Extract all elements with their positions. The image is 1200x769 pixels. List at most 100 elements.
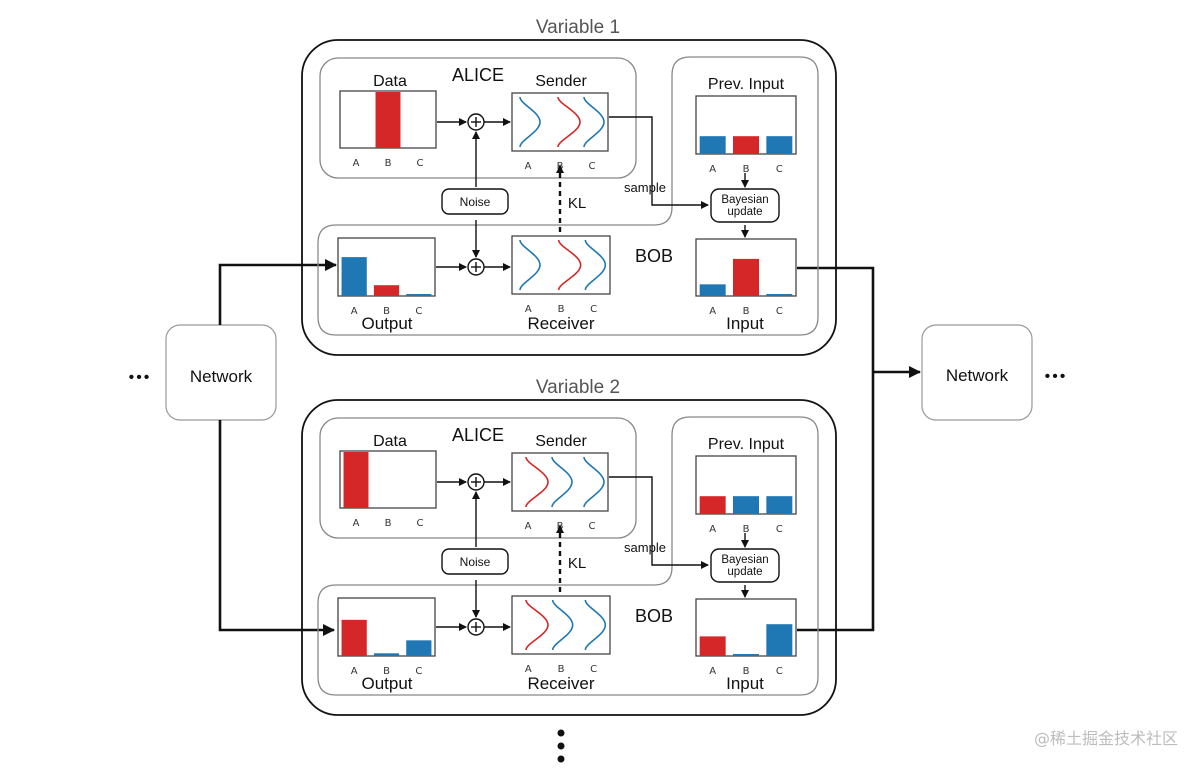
noise-node: Noise [441,188,509,215]
bayesian-label-line2: update [727,206,762,218]
output-chart-bar-a [341,619,367,656]
data-chart-tick-c: C [417,518,424,529]
prev-input-chart-bar-c [766,496,793,514]
data-chart-tick-c: C [417,158,424,169]
sender-chart-frame [511,92,609,152]
vertical-ellipsis [557,729,565,763]
output-chart-tick-b: B [383,306,390,317]
receiver-chart-curve-a [519,239,541,291]
input-chart-tick-b: B [743,666,750,677]
prev-input-chart-title: Prev. Input [708,76,785,93]
receiver-chart-tick-a: A [525,664,532,675]
data-chart-title: Data [373,433,407,450]
receiver-chart-curve-b [551,599,574,651]
sum-node-sender [467,473,485,491]
sender-chart-title: Sender [535,73,587,90]
left-ellipsis: ••• [129,369,152,386]
output-chart-title: Output [361,314,412,333]
receiver-chart-curve-b [557,239,582,291]
prev-input-chart-title: Prev. Input [708,436,785,453]
bob-label: BOB [635,246,673,266]
alice-box [319,417,637,539]
data-chart: A B C [339,90,437,169]
receiver-chart-frame [511,595,611,655]
data-chart-title: Data [373,73,407,90]
left-network-label: Network [190,367,253,386]
bayesian-update-box [710,188,780,223]
sender-chart-curve-a [519,96,541,148]
alice-box [319,57,637,179]
sender-chart-tick-c: C [589,161,596,172]
sender-chart-curve-c [583,96,605,148]
input-chart-bar-a [699,284,726,296]
receiver-chart-title: Receiver [527,314,594,333]
variable-2-panel: Variable 2ALICEBOBDataABCSenderABCNoiseA… [301,377,837,716]
data-chart-bar-a [343,452,369,508]
prev-input-chart-tick-c: C [776,164,783,175]
input-chart-bar-c [766,624,793,656]
sender-chart: ABC [511,92,609,172]
prev-input-chart-bar-a [699,496,726,514]
variable-title: Variable 2 [536,377,620,398]
receiver-chart-tick-c: C [590,664,597,675]
output-chart: A B C [337,237,436,317]
output-chart-bar-c [406,640,432,656]
output-chart-tick-c: C [415,306,422,317]
receiver-chart-tick-b: B [558,304,565,315]
data-chart-tick-a: A [353,158,360,169]
output-chart-title: Output [361,674,412,693]
right-network-label: Network [946,366,1009,385]
receiver-chart-title: Receiver [527,674,594,693]
sum-node-sender [467,113,485,131]
watermark: @稀土掘金技术社区 [1033,729,1178,748]
output-chart-tick-b: B [383,666,390,677]
output-chart-tick-c: C [415,666,422,677]
noise-label: Noise [460,195,491,209]
noise-node: Noise [441,548,509,575]
data-chart-tick-b: B [385,518,392,529]
alice-label: ALICE [452,425,504,445]
prev-input-chart-bar-c [766,136,793,154]
input-chart-bar-c [766,294,793,296]
input-chart-title: Input [726,674,764,693]
prev-input-chart-tick-a: A [709,524,716,535]
sample-arrow [609,116,709,209]
right-ellipsis: ••• [1045,368,1068,385]
prev-input-chart-bar-b [733,496,759,514]
receiver-chart-curve-a [525,599,549,651]
right-network-box [921,324,1033,421]
input-chart-tick-b: B [743,306,750,317]
input-chart-title: Input [726,314,764,333]
sender-chart-title: Sender [535,433,587,450]
bob-box [317,56,819,336]
variable-1-panel: Variable 1ALICEBOBDataABCSenderABCNoiseA… [301,17,837,356]
sender-chart-curve-b [557,96,581,148]
sender-chart-curve-a [525,456,549,508]
input-chart-tick-c: C [776,666,783,677]
sum-node-receiver [467,618,485,636]
sample-label: sample [624,180,666,195]
bob-label: BOB [635,606,673,626]
receiver-chart-frame [511,235,611,295]
output-chart-tick-a: A [351,306,358,317]
sender-chart-curve-b [551,456,573,508]
sender-chart-tick-a: A [525,521,532,532]
prev-input-chart-bar-a [699,136,726,154]
prev-input-chart-tick-c: C [776,524,783,535]
data-chart-bar-b [375,92,401,148]
prev-input-chart-bar-b [733,136,759,154]
left-network-node: Network ••• [129,324,277,421]
receiver-chart-tick-b: B [558,664,565,675]
data-chart-tick-b: B [385,158,392,169]
output-chart-bar-b [373,285,400,296]
input-chart-tick-a: A [709,306,716,317]
sender-chart-tick-c: C [589,521,596,532]
